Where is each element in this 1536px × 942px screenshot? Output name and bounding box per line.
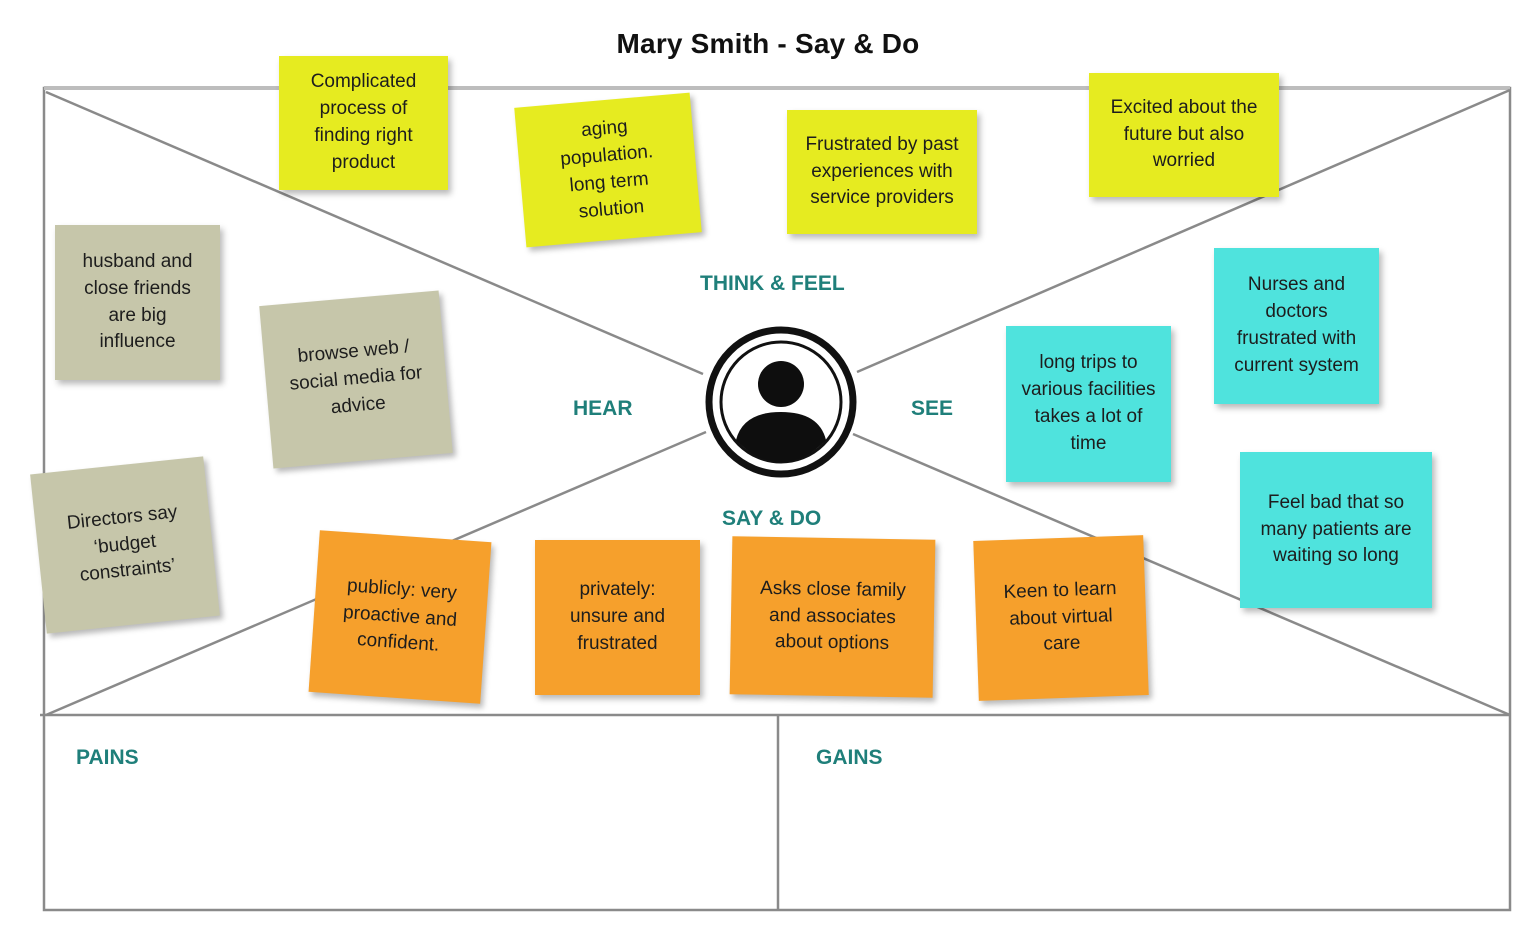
sticky-note-publicly: publicly: very proactive and confident.	[308, 530, 492, 704]
sticky-note-long-trips: long trips to various facilities takes a…	[1006, 326, 1171, 482]
sticky-note-complicated-process: Complicated process of finding right pro…	[279, 56, 448, 190]
pains-label: PAINS	[76, 746, 139, 769]
say-do-label: SAY & DO	[722, 507, 822, 530]
sticky-note-aging-population: aging population. long term solution	[514, 92, 702, 248]
see-label: SEE	[911, 397, 954, 420]
sticky-note-nurses-doctors: Nurses and doctors frustrated with curre…	[1214, 248, 1379, 404]
page-title: Mary Smith - Say & Do	[616, 28, 920, 59]
sticky-note-keen-virtual-care: Keen to learn about virtual care	[973, 535, 1149, 701]
sticky-note-excited-future: Excited about the future but also worrie…	[1089, 73, 1279, 197]
sticky-note-privately: privately: unsure and frustrated	[535, 540, 700, 695]
diagonal-bottom-right	[852, 432, 1511, 717]
sticky-note-asks-family: Asks close family and associates about o…	[729, 536, 936, 698]
sticky-note-frustrated-past: Frustrated by past experiences with serv…	[787, 110, 977, 234]
diagonal-top-right	[856, 88, 1511, 374]
sticky-note-feel-bad: Feel bad that so many patients are waiti…	[1240, 452, 1432, 608]
hear-label: HEAR	[573, 397, 633, 420]
think-feel-label: THINK & FEEL	[700, 272, 845, 295]
user-silhouette-icon	[705, 326, 857, 478]
diagonal-top-left	[45, 90, 704, 376]
sticky-note-browse-web: browse web / social media for advice	[259, 290, 453, 469]
sticky-note-directors-budget: Directors say ‘budget constraints’	[30, 456, 220, 634]
sticky-note-husband-friends: husband and close friends are big influe…	[55, 225, 220, 380]
gains-label: GAINS	[816, 746, 883, 769]
